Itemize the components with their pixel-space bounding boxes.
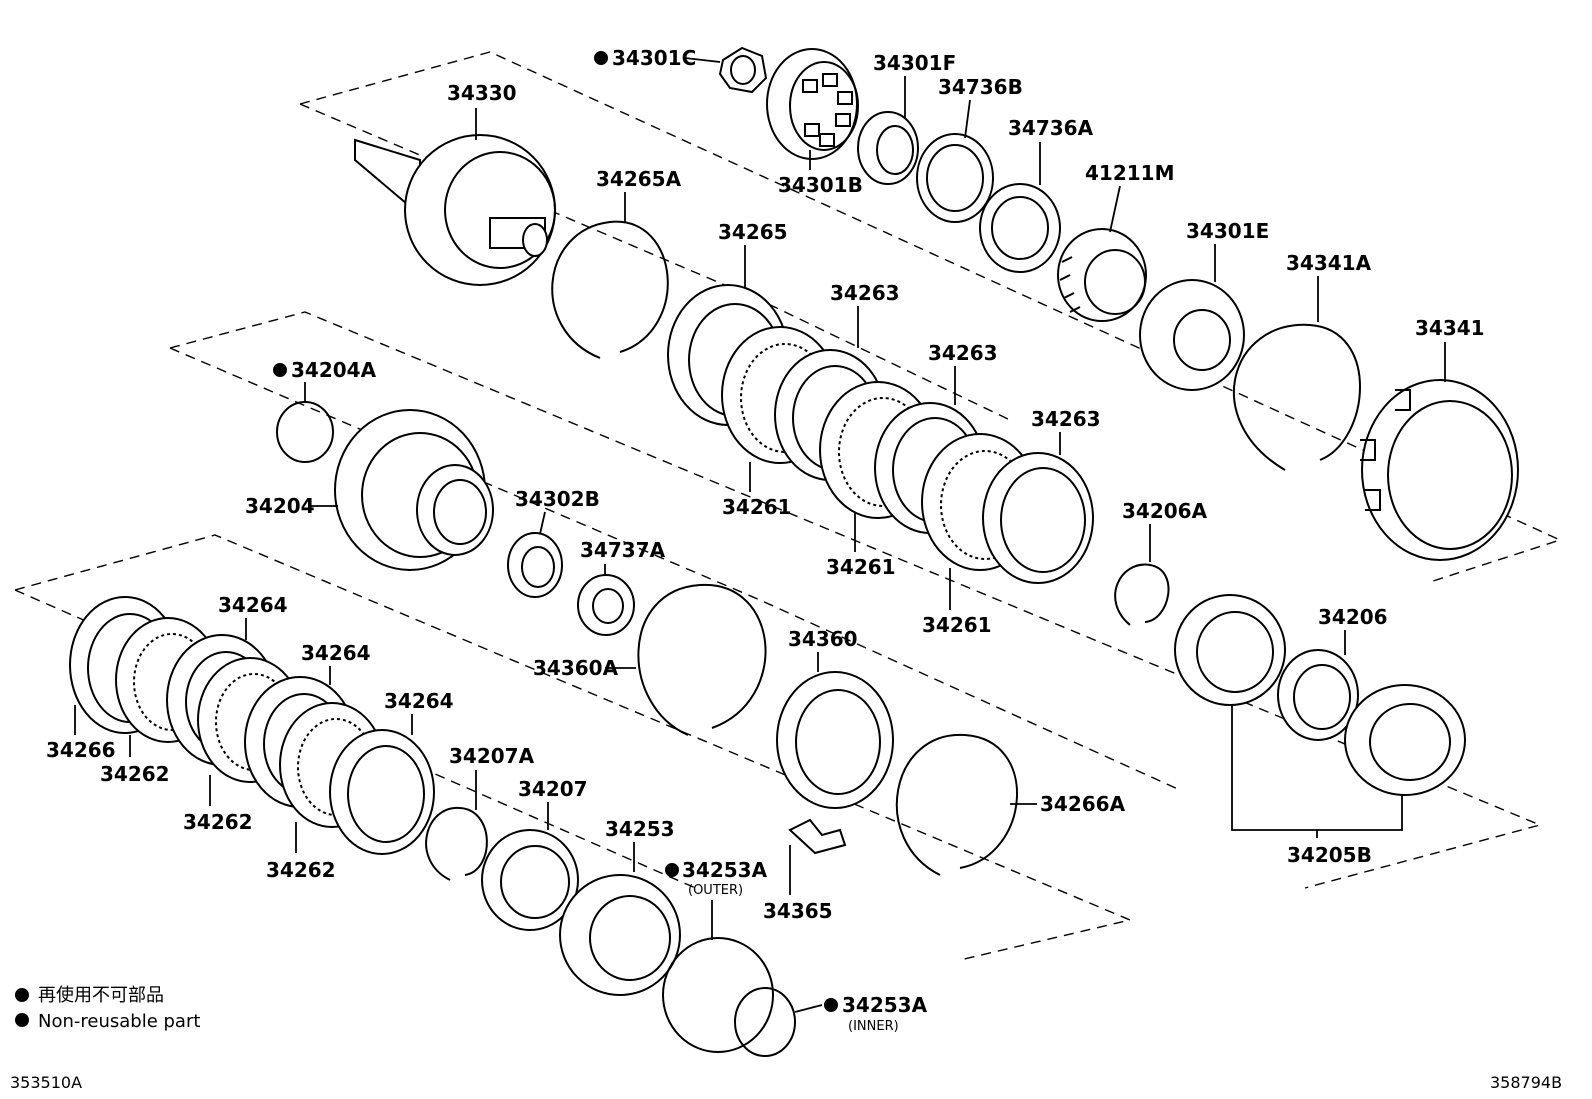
label-34266A: 34266A — [1040, 792, 1126, 816]
label-34262-a: 34262 — [100, 762, 170, 786]
bullet-34301C — [594, 51, 608, 65]
part-34736A-washer — [979, 183, 1061, 273]
footer-code-right: 358794B — [1490, 1073, 1562, 1092]
label-34341A: 34341A — [1286, 251, 1372, 275]
part-34301C-nut — [718, 46, 768, 94]
legend-english: Non-reusable part — [38, 1011, 200, 1032]
label-34263-c: 34263 — [1031, 407, 1101, 431]
label-34204A: 34204A — [291, 358, 377, 382]
part-34301F-race — [857, 111, 919, 185]
label-34737A: 34737A — [580, 538, 666, 562]
footer-code-left: 353510A — [10, 1073, 82, 1092]
label-34204: 34204 — [245, 494, 315, 518]
part-34204-gear — [334, 409, 494, 571]
label-34365: 34365 — [763, 899, 833, 923]
part-34265A-snap-ring — [551, 220, 669, 359]
label-34341: 34341 — [1415, 316, 1485, 340]
part-34207-spring — [481, 829, 579, 931]
label-34261-c: 34261 — [922, 613, 992, 637]
label-34265A: 34265A — [596, 167, 682, 191]
part-34263-plate-c — [982, 452, 1094, 584]
label-outer-note: (OUTER) — [688, 883, 743, 898]
label-34261-a: 34261 — [722, 495, 792, 519]
part-34266A-snap-ring — [895, 733, 1019, 876]
part-34205B-race-a — [1174, 594, 1286, 706]
part-34341-drum — [1360, 379, 1519, 561]
part-34736B-thrust-bearing — [916, 133, 994, 223]
label-34207A: 34207A — [449, 744, 535, 768]
label-34301F: 34301F — [873, 51, 956, 75]
label-34264-c: 34264 — [384, 689, 454, 713]
label-34253: 34253 — [605, 817, 675, 841]
part-34264-plate-c — [329, 729, 435, 855]
label-34205B: 34205B — [1287, 843, 1372, 867]
part-34737A-washer — [577, 574, 635, 636]
part-34302B-thrust-bearing — [507, 532, 563, 598]
bullet-34253A-outer — [665, 863, 679, 877]
non-reusable-marks — [273, 51, 838, 1012]
group-boundary-middle — [169, 311, 1543, 889]
label-34360: 34360 — [788, 627, 858, 651]
part-34365-clip — [788, 818, 847, 855]
label-34301C: 34301C — [612, 46, 696, 70]
group-boundary-top — [299, 51, 1562, 583]
part-34206A-snap-ring — [1114, 563, 1170, 626]
label-34253A-inner: 34253A — [842, 993, 928, 1017]
group-boundary-bottom — [14, 534, 1133, 961]
part-34253A-inner-o-ring — [734, 987, 796, 1057]
label-34207: 34207 — [518, 777, 588, 801]
label-34302B: 34302B — [515, 487, 600, 511]
label-34266: 34266 — [46, 738, 116, 762]
label-41211M: 41211M — [1085, 161, 1174, 185]
label-34262-b: 34262 — [183, 810, 253, 834]
label-34262-c: 34262 — [266, 858, 336, 882]
part-34253-piston — [559, 874, 681, 996]
label-34261-b: 34261 — [826, 555, 896, 579]
legend-bullet-en — [15, 1013, 29, 1027]
legend-japanese: 再使用不可部品 — [38, 985, 164, 1006]
part-34341A-snap-ring — [1232, 323, 1361, 471]
leader-lines — [74, 57, 1446, 1013]
part-34205B-race-b — [1344, 684, 1466, 796]
label-34330: 34330 — [447, 81, 517, 105]
part-34204A-o-ring — [276, 401, 334, 463]
label-34264-a: 34264 — [218, 593, 288, 617]
bullet-34204A — [273, 363, 287, 377]
part-34301B-bearing — [766, 48, 859, 160]
label-34206: 34206 — [1318, 605, 1388, 629]
part-34206-spring — [1277, 649, 1359, 741]
label-34253A-outer: 34253A — [682, 858, 768, 882]
label-34206A: 34206A — [1122, 499, 1208, 523]
label-34301B: 34301B — [778, 173, 863, 197]
legend-bullet-jp — [15, 988, 29, 1002]
label-34265: 34265 — [718, 220, 788, 244]
label-34736A: 34736A — [1008, 116, 1094, 140]
part-41211M-gear — [1057, 228, 1147, 322]
label-34263-b: 34263 — [928, 341, 998, 365]
part-34207A-snap-ring — [425, 806, 488, 881]
part-34360-plate — [776, 671, 894, 809]
part-34360A-snap-ring — [637, 583, 767, 736]
bullet-34253A-inner — [824, 998, 838, 1012]
label-34736B: 34736B — [938, 75, 1023, 99]
label-inner-note: (INNER) — [848, 1019, 899, 1034]
label-34263-a: 34263 — [830, 281, 900, 305]
label-34301E: 34301E — [1186, 219, 1269, 243]
part-labels: 34301C 34330 34301F 34736B 34736A 34301B… — [46, 46, 1485, 1034]
part-34330-shaft — [354, 134, 556, 286]
part-34301E-race — [1139, 279, 1245, 391]
part-34253A-outer-o-ring — [662, 937, 774, 1053]
label-34264-b: 34264 — [301, 641, 371, 665]
label-34360A: 34360A — [533, 656, 619, 680]
legend: 再使用不可部品 Non-reusable part — [15, 985, 200, 1032]
